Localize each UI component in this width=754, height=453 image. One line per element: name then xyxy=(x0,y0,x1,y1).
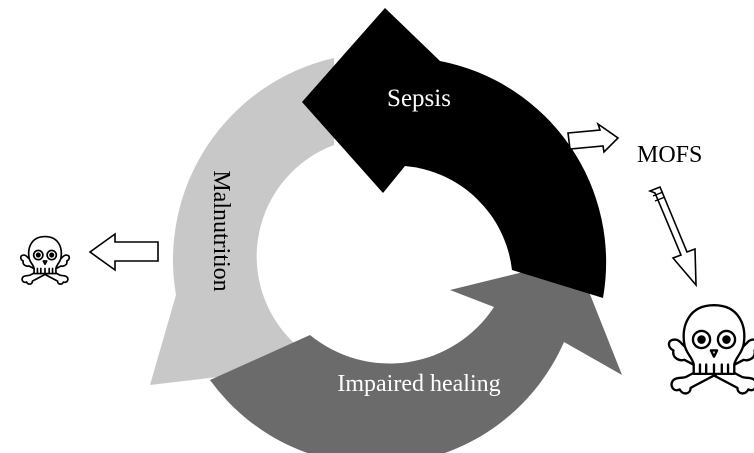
hollow-arrow-left-icon xyxy=(88,232,159,272)
large-skull-and-crossbones-icon xyxy=(667,304,754,395)
impaired-healing-label: Impaired healing xyxy=(337,371,500,397)
hollow-arrow-right-icon xyxy=(567,121,620,154)
mofs-label: MOFS xyxy=(637,142,702,168)
impaired-healing-arrow xyxy=(210,259,622,453)
malnutrition-label: Malnutrition xyxy=(208,170,234,291)
hollow-arrow-down-right-icon xyxy=(647,185,697,288)
small-skull-and-crossbones-icon xyxy=(19,235,71,285)
sepsis-arrow xyxy=(302,8,607,298)
sepsis-label: Sepsis xyxy=(387,85,451,112)
malnutrition-arrow xyxy=(150,58,334,385)
